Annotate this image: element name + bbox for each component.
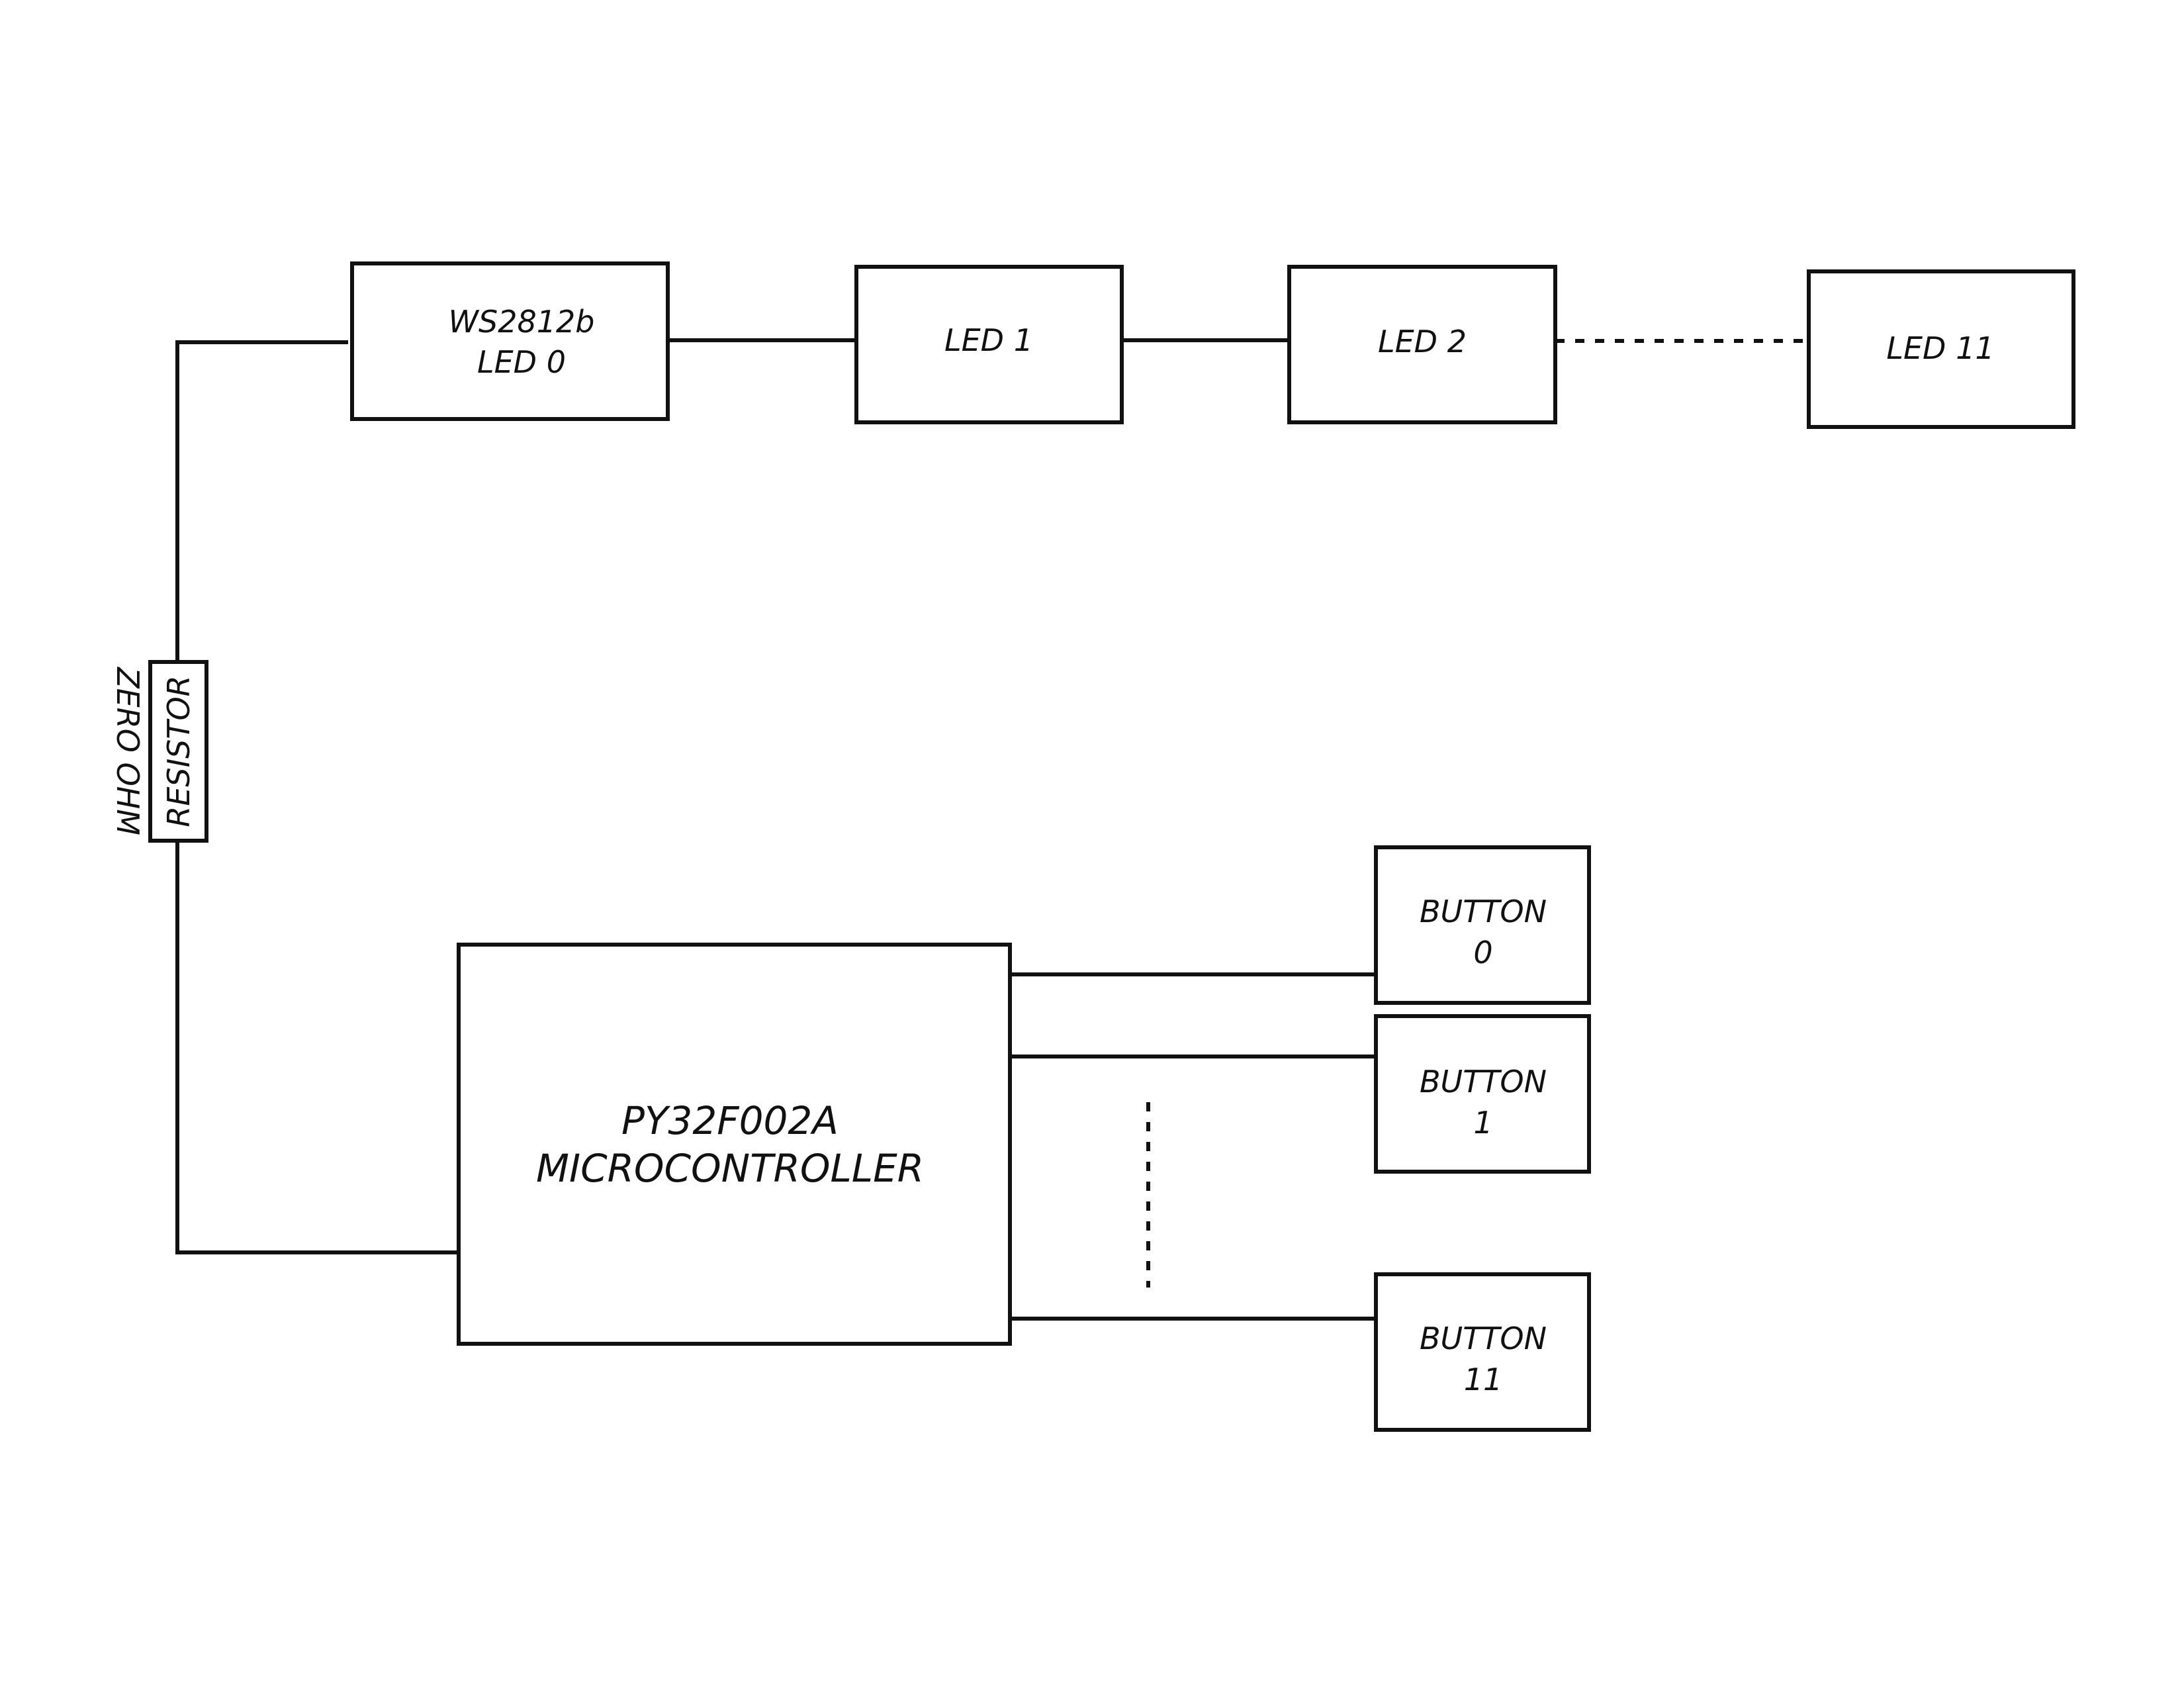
led1-label: LED 1 xyxy=(944,322,1033,358)
microcontroller-box xyxy=(457,943,1012,1346)
led0-label-line2: LED 0 xyxy=(477,344,566,380)
button0-label-line2: 0 xyxy=(1473,935,1492,970)
button1-label-line1: BUTTON xyxy=(1420,1064,1547,1100)
button0-box xyxy=(1374,845,1591,1005)
resistor-block: RESISTOR ZERO OHM xyxy=(110,660,208,843)
microcontroller-label-line1: PY32F002A xyxy=(621,1098,839,1143)
led2-block: LED 2 xyxy=(1287,265,1557,424)
microcontroller-block: PY32F002A MICROCONTROLLER xyxy=(457,943,1012,1346)
button11-label-line1: BUTTON xyxy=(1420,1321,1547,1356)
button11-block: BUTTON 11 xyxy=(1374,1272,1591,1432)
led11-block: LED 11 xyxy=(1807,269,2075,429)
microcontroller-label-line2: MICROCONTROLLER xyxy=(536,1146,924,1191)
led11-box xyxy=(1807,269,2075,429)
button11-label-line2: 11 xyxy=(1464,1362,1503,1397)
resistor-side-label: ZERO OHM xyxy=(110,666,146,835)
led2-label: LED 2 xyxy=(1378,324,1467,359)
wires xyxy=(175,338,1807,1321)
led0-block: WS2812b LED 0 xyxy=(350,261,670,421)
led1-block: LED 1 xyxy=(854,265,1124,424)
button0-label-line1: BUTTON xyxy=(1420,894,1547,929)
resistor-box xyxy=(148,660,208,843)
led0-label-line1: WS2812b xyxy=(449,304,595,340)
led2-box xyxy=(1287,265,1557,424)
led0-box xyxy=(350,261,670,421)
button1-label-line2: 1 xyxy=(1473,1105,1492,1141)
led11-label: LED 11 xyxy=(1886,330,1994,366)
led1-box xyxy=(854,265,1124,424)
button11-box xyxy=(1374,1272,1591,1432)
button1-block: BUTTON 1 xyxy=(1374,1014,1591,1174)
resistor-label: RESISTOR xyxy=(161,675,197,827)
button1-box xyxy=(1374,1014,1591,1174)
button0-block: BUTTON 0 xyxy=(1374,845,1591,1005)
